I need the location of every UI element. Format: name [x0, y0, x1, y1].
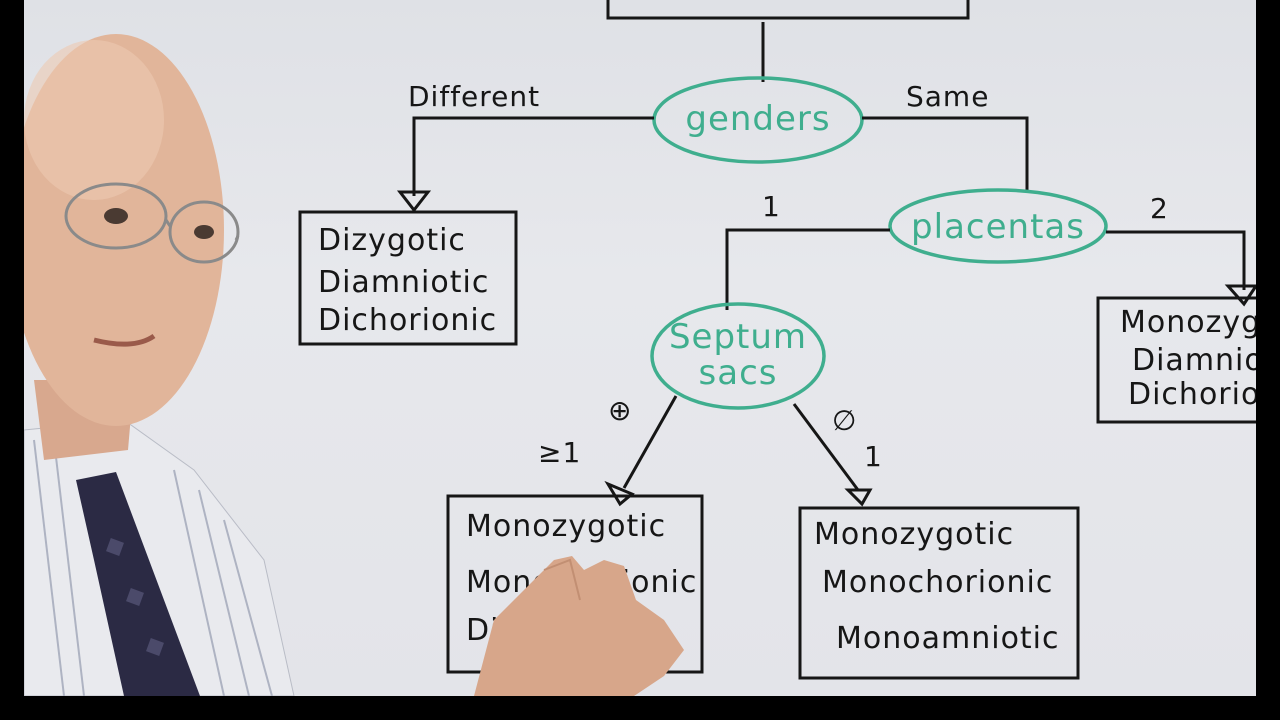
dizygotic-box-line-1: Dizygotic [318, 223, 466, 258]
two-placenta-line [1106, 230, 1246, 290]
different-label: Different [408, 80, 540, 113]
two-placenta-arrow [1224, 284, 1256, 307]
placenta-label: placentas [911, 207, 1085, 247]
mono-mono-mono-box [798, 506, 1080, 680]
different-branch-line [412, 116, 654, 196]
dizygotic-box [298, 210, 518, 346]
top-box [606, 0, 970, 20]
mono-di-di-line-2: Diamniotic [1132, 343, 1256, 378]
mono-mono-mono-line-2: Monochorionic [822, 565, 1053, 600]
mono-mono-di-line-1: Monozygotic [466, 509, 666, 544]
genders-label: genders [685, 99, 830, 139]
septum-present-line [622, 395, 678, 489]
whiteboard-frame: genders Different Same Dizygotic Diamnio… [24, 0, 1256, 696]
mono-di-di-line-1: Monozygotic [1120, 305, 1256, 340]
two-placenta-label: 2 [1150, 192, 1169, 225]
septum-label-line-1: Septum [669, 317, 807, 357]
presenter [24, 34, 295, 696]
mono-mono-mono-line-3: Monoamniotic [836, 621, 1060, 656]
dizygotic-box-line-2: Diamniotic [318, 265, 489, 300]
different-arrow [396, 190, 432, 213]
septum-ge1-label: ≥1 [538, 436, 581, 469]
septum-one-label: 1 [864, 440, 883, 473]
one-placenta-line [725, 228, 890, 310]
dizygotic-box-line-3: Dichorionic [318, 303, 497, 338]
one-placenta-label: 1 [762, 190, 781, 223]
same-branch-line [862, 116, 1029, 190]
septum-node [650, 302, 826, 410]
hand [474, 556, 684, 696]
mono-mono-mono-line-1: Monozygotic [814, 517, 1014, 552]
septum-null-label: ∅ [832, 404, 857, 437]
flowchart-diagram: genders Different Same Dizygotic Diamnio… [24, 0, 1256, 696]
mono-di-di-box [1096, 296, 1256, 424]
septum-label-line-2: sacs [699, 353, 778, 393]
same-label: Same [906, 80, 989, 113]
septum-absent-line [792, 403, 860, 491]
septum-present-arrow [604, 480, 635, 507]
placenta-node [888, 188, 1108, 264]
mono-di-di-line-3: Dichorionic [1128, 377, 1256, 412]
septum-plus-label: ⊕ [608, 394, 632, 427]
septum-absent-arrow [844, 488, 873, 507]
genders-node [652, 76, 864, 164]
